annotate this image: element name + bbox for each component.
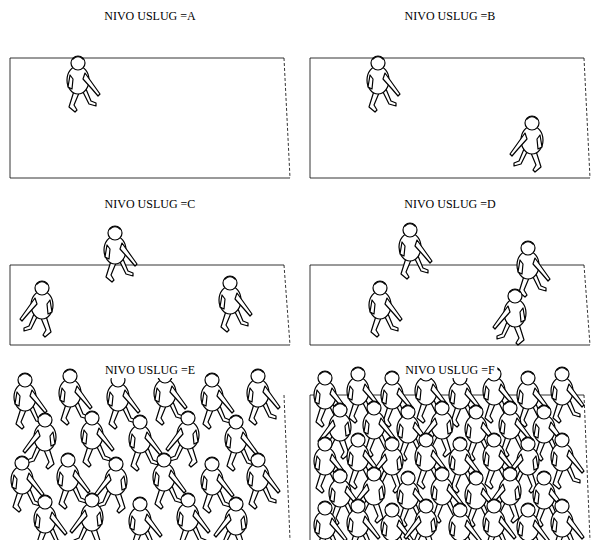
pedestrians-a <box>67 56 100 112</box>
panel-a <box>10 58 290 178</box>
pedestrians-e <box>11 369 280 540</box>
level-label: NIVO USLUG =F <box>402 362 497 378</box>
pedestrians-f <box>314 367 584 540</box>
panel-b <box>310 58 590 178</box>
level-label: NIVO USLUG =E <box>102 362 198 378</box>
level-label: NIVO USLUG =D <box>401 196 498 212</box>
panel-e <box>284 395 290 540</box>
pedestrians-d <box>369 223 550 345</box>
level-label: NIVO USLUG =C <box>102 196 199 212</box>
level-label: NIVO USLUG =A <box>101 8 198 24</box>
panel-c <box>10 265 290 345</box>
pedestrians-b <box>367 56 543 172</box>
level-label: NIVO USLUG =B <box>402 8 499 24</box>
pedestrians-c <box>20 226 252 337</box>
